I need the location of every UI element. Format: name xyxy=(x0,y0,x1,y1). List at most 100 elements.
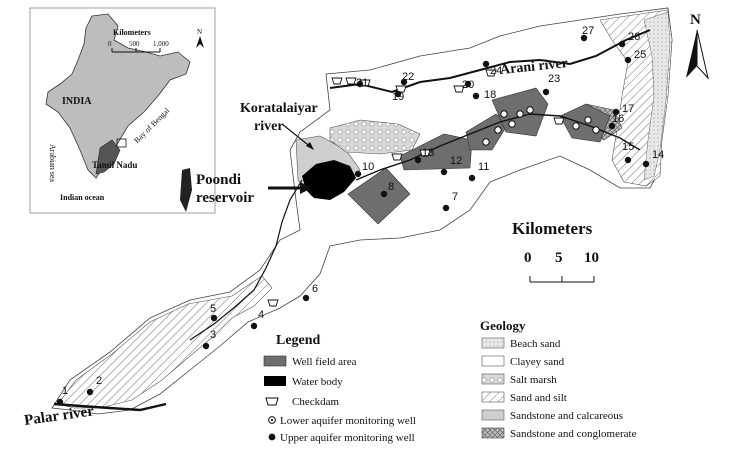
svg-text:14: 14 xyxy=(652,149,664,161)
inset-ocean-label: Indian ocean xyxy=(60,193,105,202)
svg-text:4: 4 xyxy=(258,309,264,321)
legend-lower-aquifer: Lower aquifer monitoring well xyxy=(280,415,416,427)
arani-river-label: Arani river xyxy=(499,56,568,78)
geology-beach-sand: Beach sand xyxy=(510,338,561,350)
well-17 xyxy=(612,108,620,116)
well-19 xyxy=(394,90,402,98)
svg-text:20: 20 xyxy=(462,79,474,91)
palar-river-line xyxy=(53,402,167,412)
inset-arabian-label: Arabian sea xyxy=(48,144,57,182)
svg-text:10: 10 xyxy=(584,250,599,266)
well-5 xyxy=(210,314,218,322)
beach-sand xyxy=(643,11,671,181)
poondi-reservoir xyxy=(302,160,356,200)
geology-sandstone-calcareous: Sandstone and calcareous xyxy=(510,410,623,422)
koratalaiyar-label-1: Koratalaiyar xyxy=(240,101,318,116)
svg-text:1,000: 1,000 xyxy=(153,40,169,48)
inset-north-arrow: N xyxy=(196,28,204,48)
legend: Legend Well field area Water body Checkd… xyxy=(263,333,416,444)
well-27 xyxy=(580,34,588,42)
well-6 xyxy=(302,294,310,302)
well-24 xyxy=(482,60,490,68)
sand-silt-south xyxy=(57,275,273,409)
well-7 xyxy=(442,204,450,212)
svg-text:0: 0 xyxy=(524,250,532,266)
scale-bar: Kilometers 0 5 10 xyxy=(512,219,599,283)
svg-text:Kilometers: Kilometers xyxy=(113,28,151,37)
well-22 xyxy=(400,78,408,86)
well-15 xyxy=(624,156,632,164)
svg-text:18: 18 xyxy=(484,89,496,101)
arani-river-line xyxy=(329,29,651,94)
svg-text:500: 500 xyxy=(129,40,140,48)
palar-river-label: Palar river xyxy=(23,403,95,429)
koratalaiyar-upstream xyxy=(189,179,303,341)
svg-text:24: 24 xyxy=(490,65,502,77)
well-8 xyxy=(380,190,388,198)
well-26 xyxy=(618,40,626,48)
svg-text:5: 5 xyxy=(210,303,216,315)
well-4 xyxy=(250,322,258,330)
poondi-label-1: Poondi xyxy=(196,172,241,188)
inset-scale: Kilometers 0 500 1,000 xyxy=(108,28,169,53)
geology-legend: Geology Beach sand Clayey sand Salt mars… xyxy=(480,318,637,440)
svg-text:8: 8 xyxy=(388,181,394,193)
svg-text:1: 1 xyxy=(62,385,68,397)
svg-text:12: 12 xyxy=(450,155,462,167)
checkdam-markers xyxy=(267,69,565,307)
svg-text:16: 16 xyxy=(612,113,624,125)
legend-upper-aquifer: Upper aquifer monitoring well xyxy=(280,432,415,444)
svg-text:19: 19 xyxy=(392,91,404,103)
well-3 xyxy=(202,342,210,350)
svg-text:6: 6 xyxy=(312,283,318,295)
well-23 xyxy=(542,88,550,96)
svg-text:0: 0 xyxy=(108,40,112,48)
geology-title: Geology xyxy=(480,318,526,333)
svg-text:15: 15 xyxy=(622,141,634,153)
svg-text:23: 23 xyxy=(548,73,560,85)
well-1 xyxy=(56,398,64,406)
inset-state-label: Tamil Nadu xyxy=(92,160,137,170)
svg-text:7: 7 xyxy=(452,191,458,203)
svg-text:Kilometers: Kilometers xyxy=(512,219,593,238)
well-12 xyxy=(440,168,448,176)
well-2 xyxy=(86,388,94,396)
legend-water-body: Water body xyxy=(292,376,343,388)
well-20 xyxy=(464,80,472,88)
svg-text:21: 21 xyxy=(356,77,368,89)
legend-title: Legend xyxy=(276,333,321,348)
study-area-box xyxy=(116,138,127,148)
svg-text:26: 26 xyxy=(628,31,640,43)
legend-checkdam: Checkdam xyxy=(292,396,339,408)
svg-text:N: N xyxy=(197,28,202,36)
svg-text:10: 10 xyxy=(362,161,374,173)
inset-map: Kilometers 0 500 1,000 N INDIA Bay of Be… xyxy=(29,7,216,214)
svg-text:N: N xyxy=(690,12,701,28)
svg-text:17: 17 xyxy=(622,103,634,115)
tamil-nadu-outline xyxy=(95,139,121,175)
well-11 xyxy=(468,174,476,182)
svg-text:25: 25 xyxy=(634,49,646,61)
legend-well-field: Well field area xyxy=(292,356,357,368)
island-west xyxy=(180,168,192,212)
inset-country-label: INDIA xyxy=(62,96,92,107)
svg-text:13: 13 xyxy=(422,147,434,159)
svg-text:27: 27 xyxy=(582,25,594,37)
well-10 xyxy=(354,170,362,178)
koratalaiyar-label-2: river xyxy=(254,119,284,134)
well-21 xyxy=(356,80,364,88)
geology-salt-marsh: Salt marsh xyxy=(510,374,557,386)
svg-text:11: 11 xyxy=(478,161,489,173)
svg-text:2: 2 xyxy=(96,375,102,387)
poondi-label-2: reservoir xyxy=(196,190,254,206)
koratalaiyar-river-line xyxy=(355,113,641,181)
svg-text:5: 5 xyxy=(555,250,563,266)
geology-sand-silt: Sand and silt xyxy=(510,392,567,404)
well-13 xyxy=(414,156,422,164)
north-arrow: N xyxy=(686,12,709,80)
label-arrows xyxy=(268,123,314,194)
well-18 xyxy=(472,92,480,100)
svg-text:22: 22 xyxy=(402,71,414,83)
well-25 xyxy=(624,56,632,64)
